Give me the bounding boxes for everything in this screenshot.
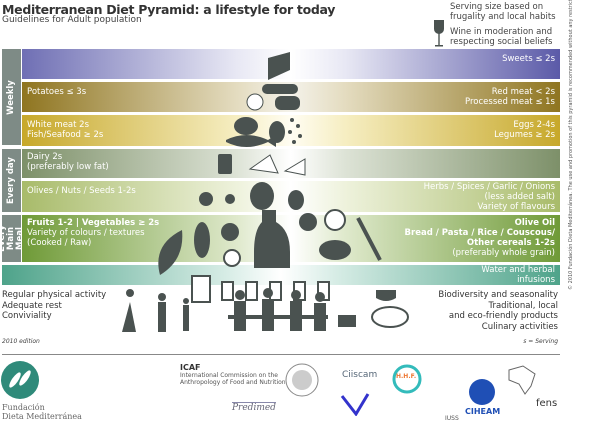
page-subtitle: Guidelines for Adult population <box>2 15 142 25</box>
yogurt-icon <box>218 154 232 174</box>
foundation-logo <box>1 361 39 399</box>
potato-icon <box>246 93 264 111</box>
nuts-icon <box>199 192 213 206</box>
steak-icon <box>275 96 300 110</box>
iuss-logo: IUSS <box>445 415 459 422</box>
chicken-leg-icon <box>234 117 258 135</box>
serving-key: s = Serving <box>523 338 558 345</box>
band-sweets: Sweets ≤ 2s <box>22 49 560 79</box>
hhf-logo <box>392 364 422 394</box>
orange-icon <box>223 249 241 267</box>
university-seal-logo <box>285 363 319 397</box>
cooking-pot-icon <box>338 315 356 327</box>
onion-icon <box>250 182 274 210</box>
garlic-icon <box>288 190 304 210</box>
jug-icon <box>191 275 211 303</box>
bread-icon <box>319 240 351 260</box>
watermelon-icon <box>158 230 183 275</box>
edition: 2010 edition <box>2 338 40 345</box>
wheat-icon <box>356 217 382 261</box>
footer-divider <box>2 354 560 355</box>
africa-logo <box>508 365 536 395</box>
page-title: Mediterranean Diet Pyramid: a lifestyle … <box>2 2 336 17</box>
fish-icon <box>226 135 276 147</box>
group-every-main-meal: Every Main Meal <box>0 215 25 262</box>
predimed-logo: Predimed <box>232 402 276 413</box>
fens-logo: fens <box>536 398 558 409</box>
wine-glass-icon <box>434 20 444 47</box>
group-every-day: Every day <box>2 149 21 212</box>
lifestyle-illustrations <box>122 288 409 332</box>
band-dairy: Dairy 2s(preferably low fat) <box>22 149 560 178</box>
basket-icon <box>371 306 409 328</box>
cheese-icon <box>248 154 279 174</box>
hebrew-university-logo <box>340 393 370 416</box>
pyramid-illustrations <box>158 52 396 303</box>
sausage-icon <box>262 84 298 94</box>
ciheam-emblem <box>469 379 495 405</box>
ciheam-logo: CIHEAM <box>465 407 501 416</box>
ciiscam-logo: Ciiscam <box>342 370 378 380</box>
hhf-label: H.H.F. <box>396 373 417 380</box>
artichoke-icon <box>299 213 317 231</box>
cabbage-icon <box>324 209 346 231</box>
olives-icon <box>225 194 235 204</box>
wine-note: Wine in moderation and respecting social… <box>450 27 553 47</box>
apple-icon <box>221 223 239 241</box>
tea-cup-icon <box>376 290 396 301</box>
cheese-wedge-icon <box>283 158 306 176</box>
physical-activity-icon <box>122 289 189 332</box>
group-weekly: Weekly <box>2 49 21 145</box>
serving-note: Serving size based on frugality and loca… <box>450 2 556 22</box>
family-meal-icon <box>228 288 328 331</box>
olive-oil-jar-icon <box>254 210 290 268</box>
legumes-icon <box>288 118 302 144</box>
copyright-note: © 2010 Fundación Dieta Mediterránea. The… <box>568 0 574 290</box>
grapes-icon <box>194 222 210 258</box>
water-glasses-icon <box>221 281 330 301</box>
cake-icon <box>268 52 290 80</box>
